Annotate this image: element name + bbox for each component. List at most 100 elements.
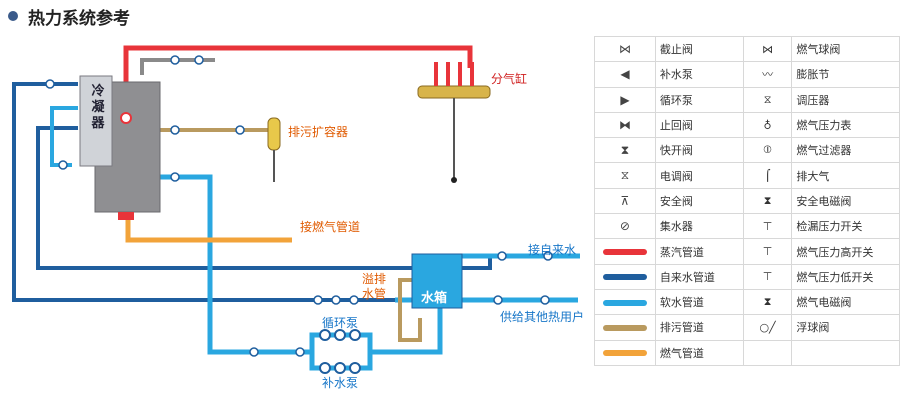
legend-symbol: ⦶ (742, 137, 793, 164)
legend-label: 浮球阀 (791, 314, 900, 341)
tap-water-line-icon (602, 274, 647, 281)
legend-label: 调压器 (791, 86, 900, 113)
legend-symbol: ♁ (742, 111, 793, 139)
steam-line-icon (602, 249, 647, 256)
float-valve-icon: ○╱ (759, 320, 776, 334)
legend-label: 燃气电磁阀 (791, 288, 900, 316)
legend-label: 补水泵 (654, 61, 744, 88)
legend-row: 排污管道 ○╱ 浮球阀 (594, 314, 900, 341)
water-tank-label: 水箱 (421, 291, 448, 306)
legend-label: 电调阀 (654, 162, 744, 189)
legend-label: 安全电磁阀 (791, 187, 900, 215)
legend-row: ⧗快开阀⦶燃气过滤器 (594, 137, 900, 164)
safety-valve-icon: ⊼ (620, 193, 630, 208)
legend-symbol: ⊤ (742, 238, 793, 265)
legend-row: ⊼安全阀⧗安全电磁阀 (594, 187, 900, 215)
legend-label: 燃气管道 (654, 339, 744, 366)
legend-symbol: ⧓ (594, 111, 656, 139)
legend-symbol: ⧗ (594, 137, 656, 164)
legend-label: 安全阀 (654, 187, 744, 215)
overflow-label: 溢排 (362, 272, 387, 286)
water-tank-body (411, 253, 463, 309)
legend-symbol: ○╱ (742, 314, 793, 341)
check-valve-icon: ⧓ (618, 118, 631, 133)
pipe-valves (45, 55, 553, 357)
boiler-burner (118, 212, 134, 220)
legend-label: 循环泵 (654, 86, 744, 113)
legend-row: 蒸汽管道 ⊤ 燃气压力高开关 (594, 238, 900, 265)
legend-label: 燃气压力表 (791, 111, 900, 139)
legend-symbol (594, 238, 656, 265)
legend-label: 排污管道 (654, 314, 744, 341)
electric-control-valve-icon: ⧖ (620, 168, 630, 183)
legend-symbol: ⊤ (742, 263, 793, 290)
legend-symbol: ⋈ (594, 35, 656, 63)
legend-symbol: ⧖ (594, 162, 656, 189)
legend-symbol: ▶ (594, 86, 656, 113)
legend-label: 检漏压力开关 (791, 213, 900, 240)
legend-row: ⧖ 电调阀⌠排大气 (594, 162, 900, 189)
legend-label: 自来水管道 (654, 263, 744, 290)
city-water-label: 接自来水 (528, 243, 577, 257)
legend-symbol (594, 339, 656, 366)
condenser-label: 冷凝器 (91, 84, 105, 131)
legend-label: 软水管道 (654, 288, 744, 316)
gas-pressure-gauge-icon: ♁ (763, 118, 772, 132)
exhaust-pipe (140, 58, 215, 75)
legend-label: 集水器 (654, 213, 744, 240)
gas-line-icon (602, 350, 647, 357)
legend-row: ⊘ 集水器 ⊤ 检漏压力开关 (594, 213, 900, 240)
legend-row: ◀ 补水泵〰膨胀节 (594, 61, 900, 88)
legend-symbol: ⌠ (742, 162, 793, 189)
legend-label (791, 339, 900, 366)
gas-header-label: 分气缸 (491, 72, 528, 86)
title-bullet (8, 11, 18, 21)
legend-label: 燃气过滤器 (791, 137, 900, 164)
legend-symbol (594, 288, 656, 316)
legend-symbol: ⊤ (742, 213, 793, 240)
legend-row: ⧓止回阀♁燃气压力表 (594, 111, 900, 139)
legend-symbol: ⊘ (594, 213, 656, 240)
legend-label: 燃气压力低开关 (791, 263, 900, 290)
pressure-regulator-icon: ⧖ (763, 92, 772, 106)
boiler-valve-icon (120, 112, 132, 124)
legend-label: 燃气压力高开关 (791, 238, 900, 265)
gas-header-body (417, 85, 491, 99)
circulation-pump-label: 循环泵 (322, 316, 359, 330)
gas-low-pressure-switch-icon: ⊤ (762, 270, 773, 284)
water-collector-icon: ⊘ (619, 219, 630, 234)
soft-water-line-icon (602, 299, 647, 306)
makeup-pump-icon: ◀ (620, 67, 630, 82)
gas-solenoid-valve-icon: ⧗ (763, 295, 772, 309)
legend-symbol: ⧖ (742, 86, 793, 113)
legend-symbol: ◀ (594, 61, 656, 88)
soft-water-left (50, 106, 78, 167)
overflow-drain-pipe (398, 278, 422, 342)
gas-pipe-label: 接燃气管道 (300, 220, 361, 234)
gas-header-drain-end (451, 177, 457, 183)
blowdown-expander-body (267, 117, 281, 151)
legend-row: 燃气管道 (594, 339, 900, 366)
legend-label: 膨胀节 (791, 61, 900, 88)
globe-valve-icon: ⋈ (618, 42, 631, 57)
supply-label: 供给其他热用户 (500, 310, 585, 324)
legend-symbol (742, 339, 793, 366)
water-pipe-label: 水管 (362, 287, 387, 301)
title-text: 热力系统参考 (28, 8, 130, 29)
blowdown-expander-label: 排污扩容器 (288, 125, 349, 139)
legend-table: ⋈截止阀⋈燃气球阀◀补水泵〰膨胀节▶循环泵⧖调压器⧓止回阀♁燃气压力表⧗快开阀⦶… (594, 35, 900, 366)
blowdown-line-icon (602, 324, 647, 331)
legend-row: 自来水管道 ⊤ 燃气压力低开关 (594, 263, 900, 290)
legend-symbol: ⊼ (594, 187, 656, 215)
legend-label: 蒸汽管道 (654, 238, 744, 265)
legend-label: 排大气 (791, 162, 900, 189)
legend-symbol: ⧗ (742, 288, 793, 316)
gas-high-pressure-switch-icon: ⊤ (762, 245, 773, 259)
quick-open-valve-icon: ⧗ (620, 142, 630, 157)
leak-pressure-switch-icon: ⊤ (762, 219, 773, 233)
legend-row: 软水管道 ⧗ 燃气电磁阀 (594, 288, 900, 316)
legend-symbol (594, 314, 656, 341)
legend-symbol (594, 263, 656, 290)
legend-symbol: 〰 (742, 61, 793, 88)
